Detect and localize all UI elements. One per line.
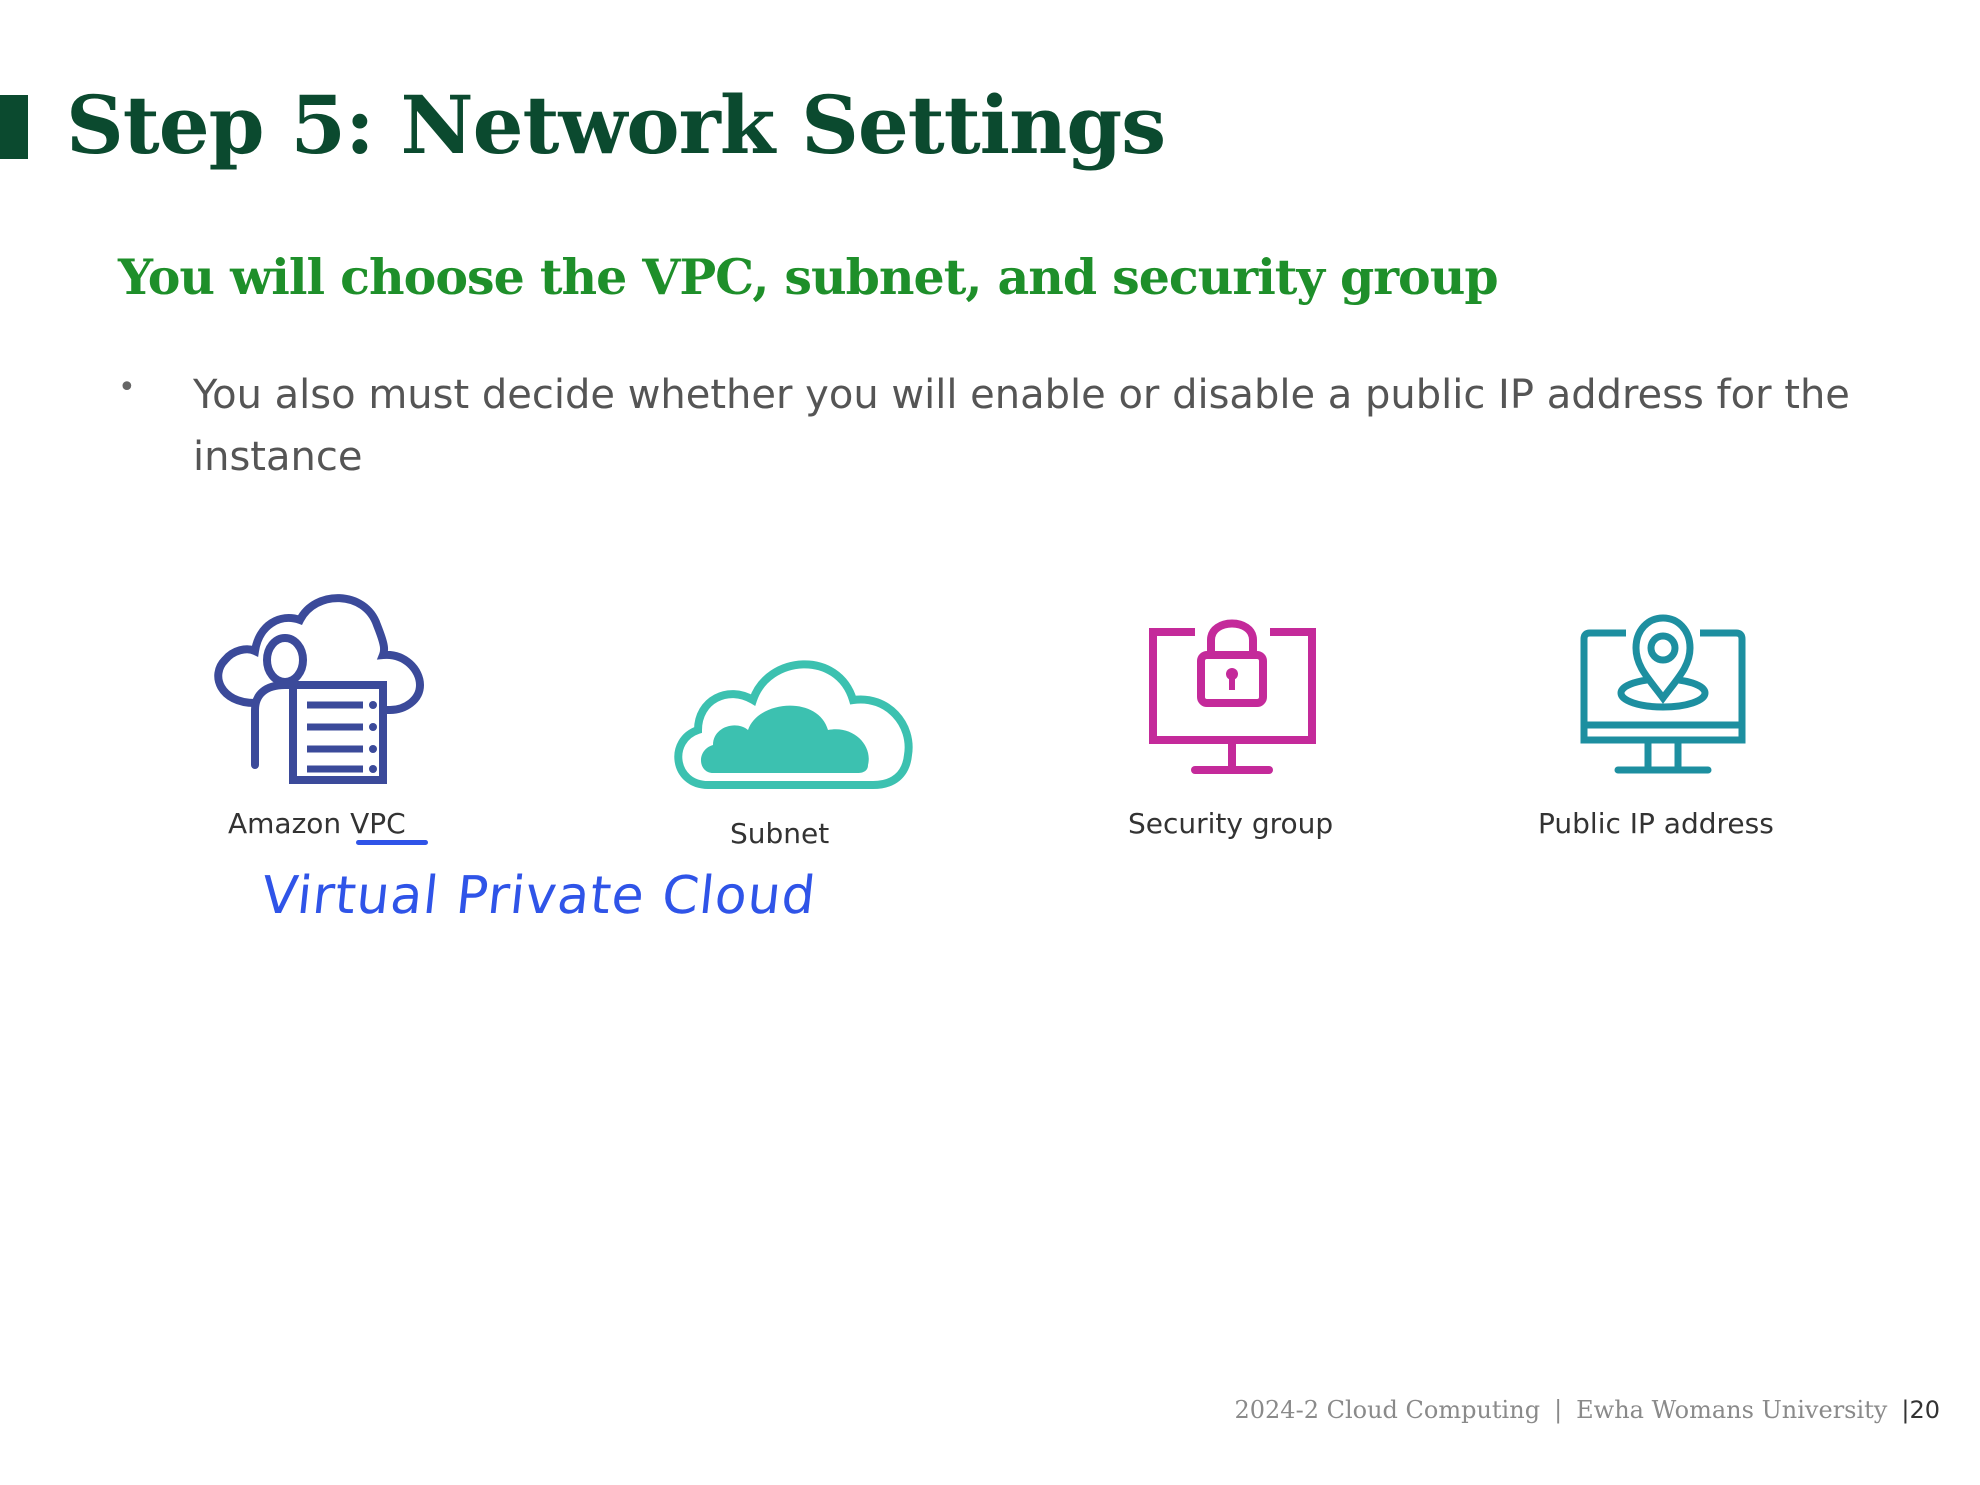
cloud-icon <box>674 660 913 789</box>
footer-course: 2024-2 Cloud Computing <box>1234 1396 1541 1424</box>
footer-university: Ewha Womans University <box>1576 1396 1888 1424</box>
page-number: |20 <box>1901 1396 1940 1424</box>
page-number-value: 20 <box>1909 1396 1940 1424</box>
vpc-underline-annotation <box>356 840 428 845</box>
monitor-location-pin-icon <box>1580 614 1746 774</box>
bullet-text: You also must decide whether you will en… <box>193 372 1850 480</box>
slide-subtitle: You will choose the VPC, subnet, and sec… <box>118 248 1499 306</box>
slide-title: Step 5: Network Settings <box>66 78 1166 172</box>
bullet-marker: • <box>118 370 136 405</box>
title-accent-bar <box>0 95 28 159</box>
amazon-vpc-label-prefix: Amazon <box>228 807 351 840</box>
footer-separator: | <box>1554 1396 1563 1424</box>
subnet-label: Subnet <box>730 817 830 850</box>
monitor-lock-icon <box>1149 619 1316 774</box>
amazon-vpc-label-vpc: VPC <box>350 807 406 840</box>
page-separator: | <box>1901 1396 1910 1424</box>
cloud-server-icon <box>214 594 425 784</box>
handwritten-annotation: Virtual Private Cloud <box>258 866 819 926</box>
public-ip-label: Public IP address <box>1538 807 1774 840</box>
footer: 2024-2 Cloud Computing | Ewha Womans Unive… <box>1235 1396 1941 1424</box>
security-group-label: Security group <box>1128 807 1334 840</box>
amazon-vpc-label: Amazon VPC <box>228 807 406 840</box>
